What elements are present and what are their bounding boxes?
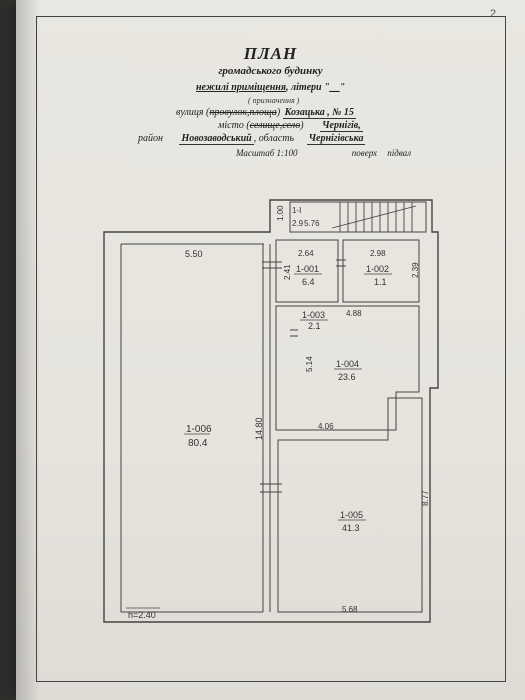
floor-value: підвал [387, 148, 412, 158]
floor-label: поверх [351, 148, 378, 158]
door-marks [260, 259, 346, 493]
room-1-006-id: 1-006 [186, 424, 212, 435]
plan-walls [103, 199, 439, 623]
dim-room5-side: 8.77 [421, 490, 430, 506]
room-1-006-area: 80.4 [188, 438, 208, 449]
street-label: вулиця ( [176, 107, 210, 118]
premises-line: нежилі приміщення, літери "__" [196, 82, 345, 93]
purpose-note: ( призначення ) [248, 96, 300, 105]
stair-width: 2.9 [292, 219, 304, 228]
street-struck: провулок,площа [209, 107, 277, 118]
dim-room4-bottom: 4.06 [318, 422, 334, 431]
district-value: Новозаводський [179, 133, 254, 145]
letter-label: , літери " [286, 82, 330, 93]
dim-room1-depth: 2.41 [283, 264, 292, 280]
district-label: район [138, 133, 163, 144]
dim-room4-side: 5.14 [305, 356, 314, 372]
dim-room4-top: 4.88 [346, 309, 362, 318]
room-1-002-area: 1.1 [374, 277, 387, 287]
city-line: місто (селище,село) Чернігів, [218, 120, 363, 132]
letter-close: " [339, 82, 346, 93]
district-line: район Новозаводський, область Чернігівсь… [138, 133, 366, 145]
ceiling-height: h=2.40 [128, 610, 156, 620]
stair-id: 1-I [292, 206, 301, 215]
room-1-003-id: 1-003 [302, 310, 325, 320]
room-1-004-area: 23.6 [338, 372, 356, 382]
dim-room2-depth: 2.39 [411, 262, 420, 278]
stair-depth: 1.00 [276, 205, 285, 221]
premises-type: нежилі приміщення [196, 82, 287, 93]
stair-area: 5.76 [304, 219, 320, 228]
room-1-002-id: 1-002 [366, 264, 389, 274]
room-1-004-id: 1-004 [336, 359, 359, 369]
street-line: вулиця (провулок,площа) Козацька , № 15 [176, 107, 356, 119]
region-label: , область [253, 133, 295, 144]
dim-big-room-length: 14.80 [254, 417, 264, 440]
room-1-001-id: 1-001 [296, 264, 319, 274]
room-1-005-area: 41.3 [342, 523, 360, 533]
dim-room2-width: 2.98 [370, 249, 386, 258]
room-1-001-area: 6.4 [302, 277, 315, 287]
city-struck: селище,село [249, 120, 301, 131]
dim-big-room-width: 5.50 [185, 249, 203, 259]
city-value: Чернігів, [320, 120, 363, 132]
street-close: ) [276, 107, 281, 118]
street-value: Козацька , № 15 [282, 107, 356, 119]
document-title: ПЛАН [243, 44, 298, 63]
letter-blank: __ [329, 82, 340, 93]
city-close: ) [300, 120, 304, 131]
drawing-frame [36, 16, 506, 682]
room-1-005-id: 1-005 [340, 510, 363, 520]
city-label: місто ( [218, 120, 250, 131]
dim-room5-bottom: 5.68 [342, 605, 358, 614]
page-number: 2 [490, 8, 497, 20]
region-value: Чернігівська [306, 133, 366, 145]
staircase-steps [331, 202, 417, 232]
scale-line: Масштаб 1:100 поверх підвал [236, 148, 411, 158]
dim-room1-width: 2.64 [298, 249, 314, 258]
document-subtitle: громадського будинку [218, 65, 323, 77]
scale-label: Масштаб 1:100 [236, 148, 298, 158]
room-1-003-area: 2.1 [308, 321, 321, 331]
